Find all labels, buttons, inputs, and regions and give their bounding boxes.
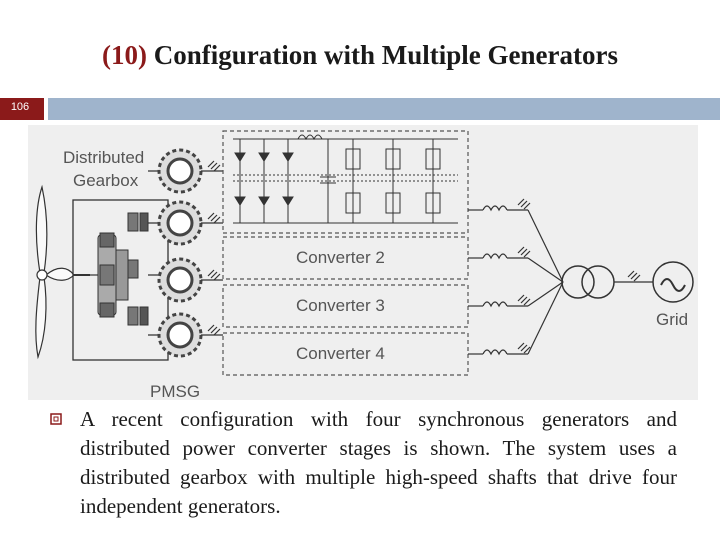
turbine-blades-icon — [35, 184, 75, 360]
converter-1-circuit — [233, 134, 458, 224]
generator-3-icon — [157, 257, 203, 303]
converter-1-box — [222, 130, 469, 234]
header-bar — [48, 98, 720, 120]
slide-title: (10) Configuration with Multiple Generat… — [0, 40, 720, 71]
converter-2-label: Converter 2 — [296, 248, 385, 267]
title-text: Configuration with Multiple Generators — [153, 40, 618, 70]
transformer-icon — [561, 265, 615, 299]
grid-source-icon — [652, 261, 694, 303]
slide-number: 106 — [10, 101, 30, 113]
label-distributed: Distributed — [63, 148, 144, 167]
output-inductors — [468, 198, 564, 356]
generator-4-icon — [157, 312, 203, 358]
label-pmsg: PMSG — [150, 382, 200, 400]
generator-2-icon — [157, 200, 203, 246]
converter-4-label: Converter 4 — [296, 344, 385, 363]
hollow-square-bullet-icon — [50, 413, 62, 425]
generator-1-icon — [157, 148, 203, 194]
converter-3-label: Converter 3 — [296, 296, 385, 315]
slide-number-box — [0, 98, 44, 120]
label-gearbox: Gearbox — [73, 171, 139, 190]
label-grid: Grid — [656, 310, 688, 329]
multi-generator-diagram: Distributed Gearbox PMSG — [28, 125, 698, 401]
gearbox-gears-icon — [97, 212, 149, 326]
body-paragraph: A recent configuration with four synchro… — [80, 407, 677, 518]
title-number: (10) — [102, 40, 147, 70]
